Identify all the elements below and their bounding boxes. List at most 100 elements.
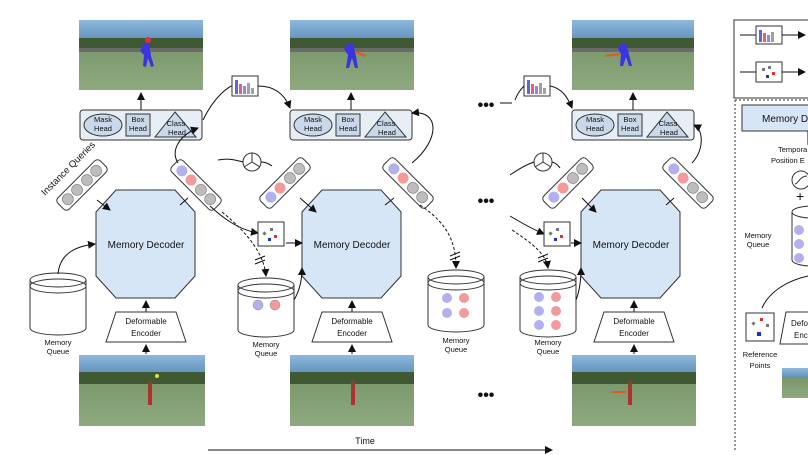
deformable-encoder-3: Deformable Encoder <box>593 311 675 343</box>
svg-text:Head: Head <box>94 124 112 133</box>
histogram-icon <box>523 75 551 97</box>
heads-group-3: Mask Head Box Head Class Head <box>571 109 695 141</box>
memory-queue-4: Memory Queue <box>519 269 577 356</box>
time-axis: Time <box>208 436 553 454</box>
queue-arrows <box>57 240 585 301</box>
svg-text:Deformable: Deformable <box>331 317 373 326</box>
mask-head-label: Mask <box>94 115 112 124</box>
svg-text:Encoder: Encoder <box>131 329 161 338</box>
query-strip-in-2 <box>259 157 311 209</box>
memory-decoder-2: Memory Decoder <box>301 189 402 299</box>
svg-text:Encoder: Encoder <box>337 329 367 338</box>
svg-text:Encoder: Encoder <box>619 329 649 338</box>
svg-text:Head: Head <box>586 124 604 133</box>
svg-text:Head: Head <box>304 124 322 133</box>
memory-decoder-3: Memory Decoder <box>580 189 681 299</box>
query-strip-out-1 <box>170 159 222 211</box>
mlp-icon <box>242 152 262 172</box>
svg-text:Queue: Queue <box>255 349 278 358</box>
deformable-encoder-2: Deformable Encoder <box>311 311 393 343</box>
svg-text:Memory: Memory <box>252 340 279 349</box>
svg-text:Class: Class <box>167 119 186 128</box>
svg-text:Queue: Queue <box>537 347 560 356</box>
mask-head <box>83 113 123 137</box>
svg-text:Mask: Mask <box>586 115 604 124</box>
svg-text:Class: Class <box>659 119 678 128</box>
svg-text:Head: Head <box>339 124 357 133</box>
legend-deformable-encoder: Defo Enc <box>779 311 808 345</box>
legend-memory-decoder: Memory D <box>741 104 808 132</box>
svg-text:Deformable: Deformable <box>613 317 655 326</box>
svg-text:Class: Class <box>377 119 396 128</box>
svg-text:Memory: Memory <box>442 336 469 345</box>
svg-text:Queue: Queue <box>747 240 770 249</box>
box-head <box>125 113 151 137</box>
class-head <box>153 111 198 138</box>
query-strip-out-3 <box>662 157 714 209</box>
svg-text:Head: Head <box>168 128 186 137</box>
stop-gradient-marks <box>254 251 549 265</box>
output-frame-1 <box>79 20 203 90</box>
svg-text:Memory: Memory <box>744 231 771 240</box>
svg-text:Memory Decoder: Memory Decoder <box>314 240 391 251</box>
head-feedback-arrows <box>202 85 574 121</box>
legend-panel <box>733 19 808 99</box>
input-frame-1 <box>79 355 205 426</box>
input-frame-2 <box>290 355 414 426</box>
ellipsis-bottom: ••• <box>478 387 495 404</box>
output-frame-2 <box>290 20 414 90</box>
svg-text:Head: Head <box>621 124 639 133</box>
ellipsis-top: ••• <box>478 97 495 114</box>
svg-text:Memory D: Memory D <box>762 114 808 125</box>
query-strip-out-2 <box>382 157 434 209</box>
ellipsis-middle: ••• <box>478 193 495 210</box>
histogram-icon <box>231 75 259 97</box>
svg-text:Memory: Memory <box>44 338 71 347</box>
deformable-encoder-1: Deformable Encoder <box>105 311 187 343</box>
legend-memory-queue: Memory Queue <box>744 205 808 267</box>
reference-points-icon <box>543 221 571 247</box>
svg-text:Head: Head <box>129 124 147 133</box>
memory-queue-2: Memory Queue <box>237 277 295 358</box>
svg-text:Box: Box <box>132 115 145 124</box>
svg-text:+: + <box>796 188 804 204</box>
svg-text:Head: Head <box>660 128 678 137</box>
svg-text:Queue: Queue <box>445 345 468 354</box>
svg-text:Mask: Mask <box>304 115 322 124</box>
svg-text:Memory: Memory <box>534 338 561 347</box>
svg-text:Memory Decoder: Memory Decoder <box>593 240 670 251</box>
svg-text:Enc: Enc <box>794 331 808 340</box>
head-to-frame-arrows <box>137 92 637 110</box>
svg-text:Box: Box <box>342 115 355 124</box>
heads-group-2: Mask Head Box Head Class Head <box>289 109 413 141</box>
temporal-position-encoding: Tempora Position E + <box>771 145 808 204</box>
svg-text:Tempora: Tempora <box>778 145 808 154</box>
encoder-arrows <box>142 300 638 354</box>
mlp-icon <box>533 152 553 172</box>
memory-queue-1: Memory Queue <box>29 272 87 356</box>
input-frame-3 <box>572 355 696 426</box>
svg-text:Points: Points <box>750 361 771 370</box>
svg-text:Memory Decoder: Memory Decoder <box>108 240 185 251</box>
query-flow-arrows <box>96 108 703 247</box>
svg-text:Deformable: Deformable <box>125 317 167 326</box>
reference-points-icon <box>257 221 285 247</box>
memory-decoder-1: Memory Decoder <box>95 189 196 299</box>
svg-text:Defo: Defo <box>791 319 808 328</box>
svg-text:Box: Box <box>624 115 637 124</box>
legend-frame <box>782 368 808 398</box>
dashed-queue-arrows <box>221 204 551 277</box>
memory-queue-3: Memory Queue <box>427 269 485 354</box>
svg-text:Position E: Position E <box>771 156 805 165</box>
query-strip-in-3 <box>542 157 594 209</box>
instance-queries-input <box>56 159 108 211</box>
svg-text:Head: Head <box>378 128 396 137</box>
reference-points-icon <box>755 61 783 83</box>
heads-group-1: Mask Head Box Head Class Head <box>79 109 203 141</box>
time-label: Time <box>355 436 375 446</box>
legend-reference-points: Reference Points <box>743 312 778 370</box>
svg-text:Reference: Reference <box>743 350 778 359</box>
svg-text:Queue: Queue <box>47 347 70 356</box>
output-frame-3 <box>572 20 694 90</box>
